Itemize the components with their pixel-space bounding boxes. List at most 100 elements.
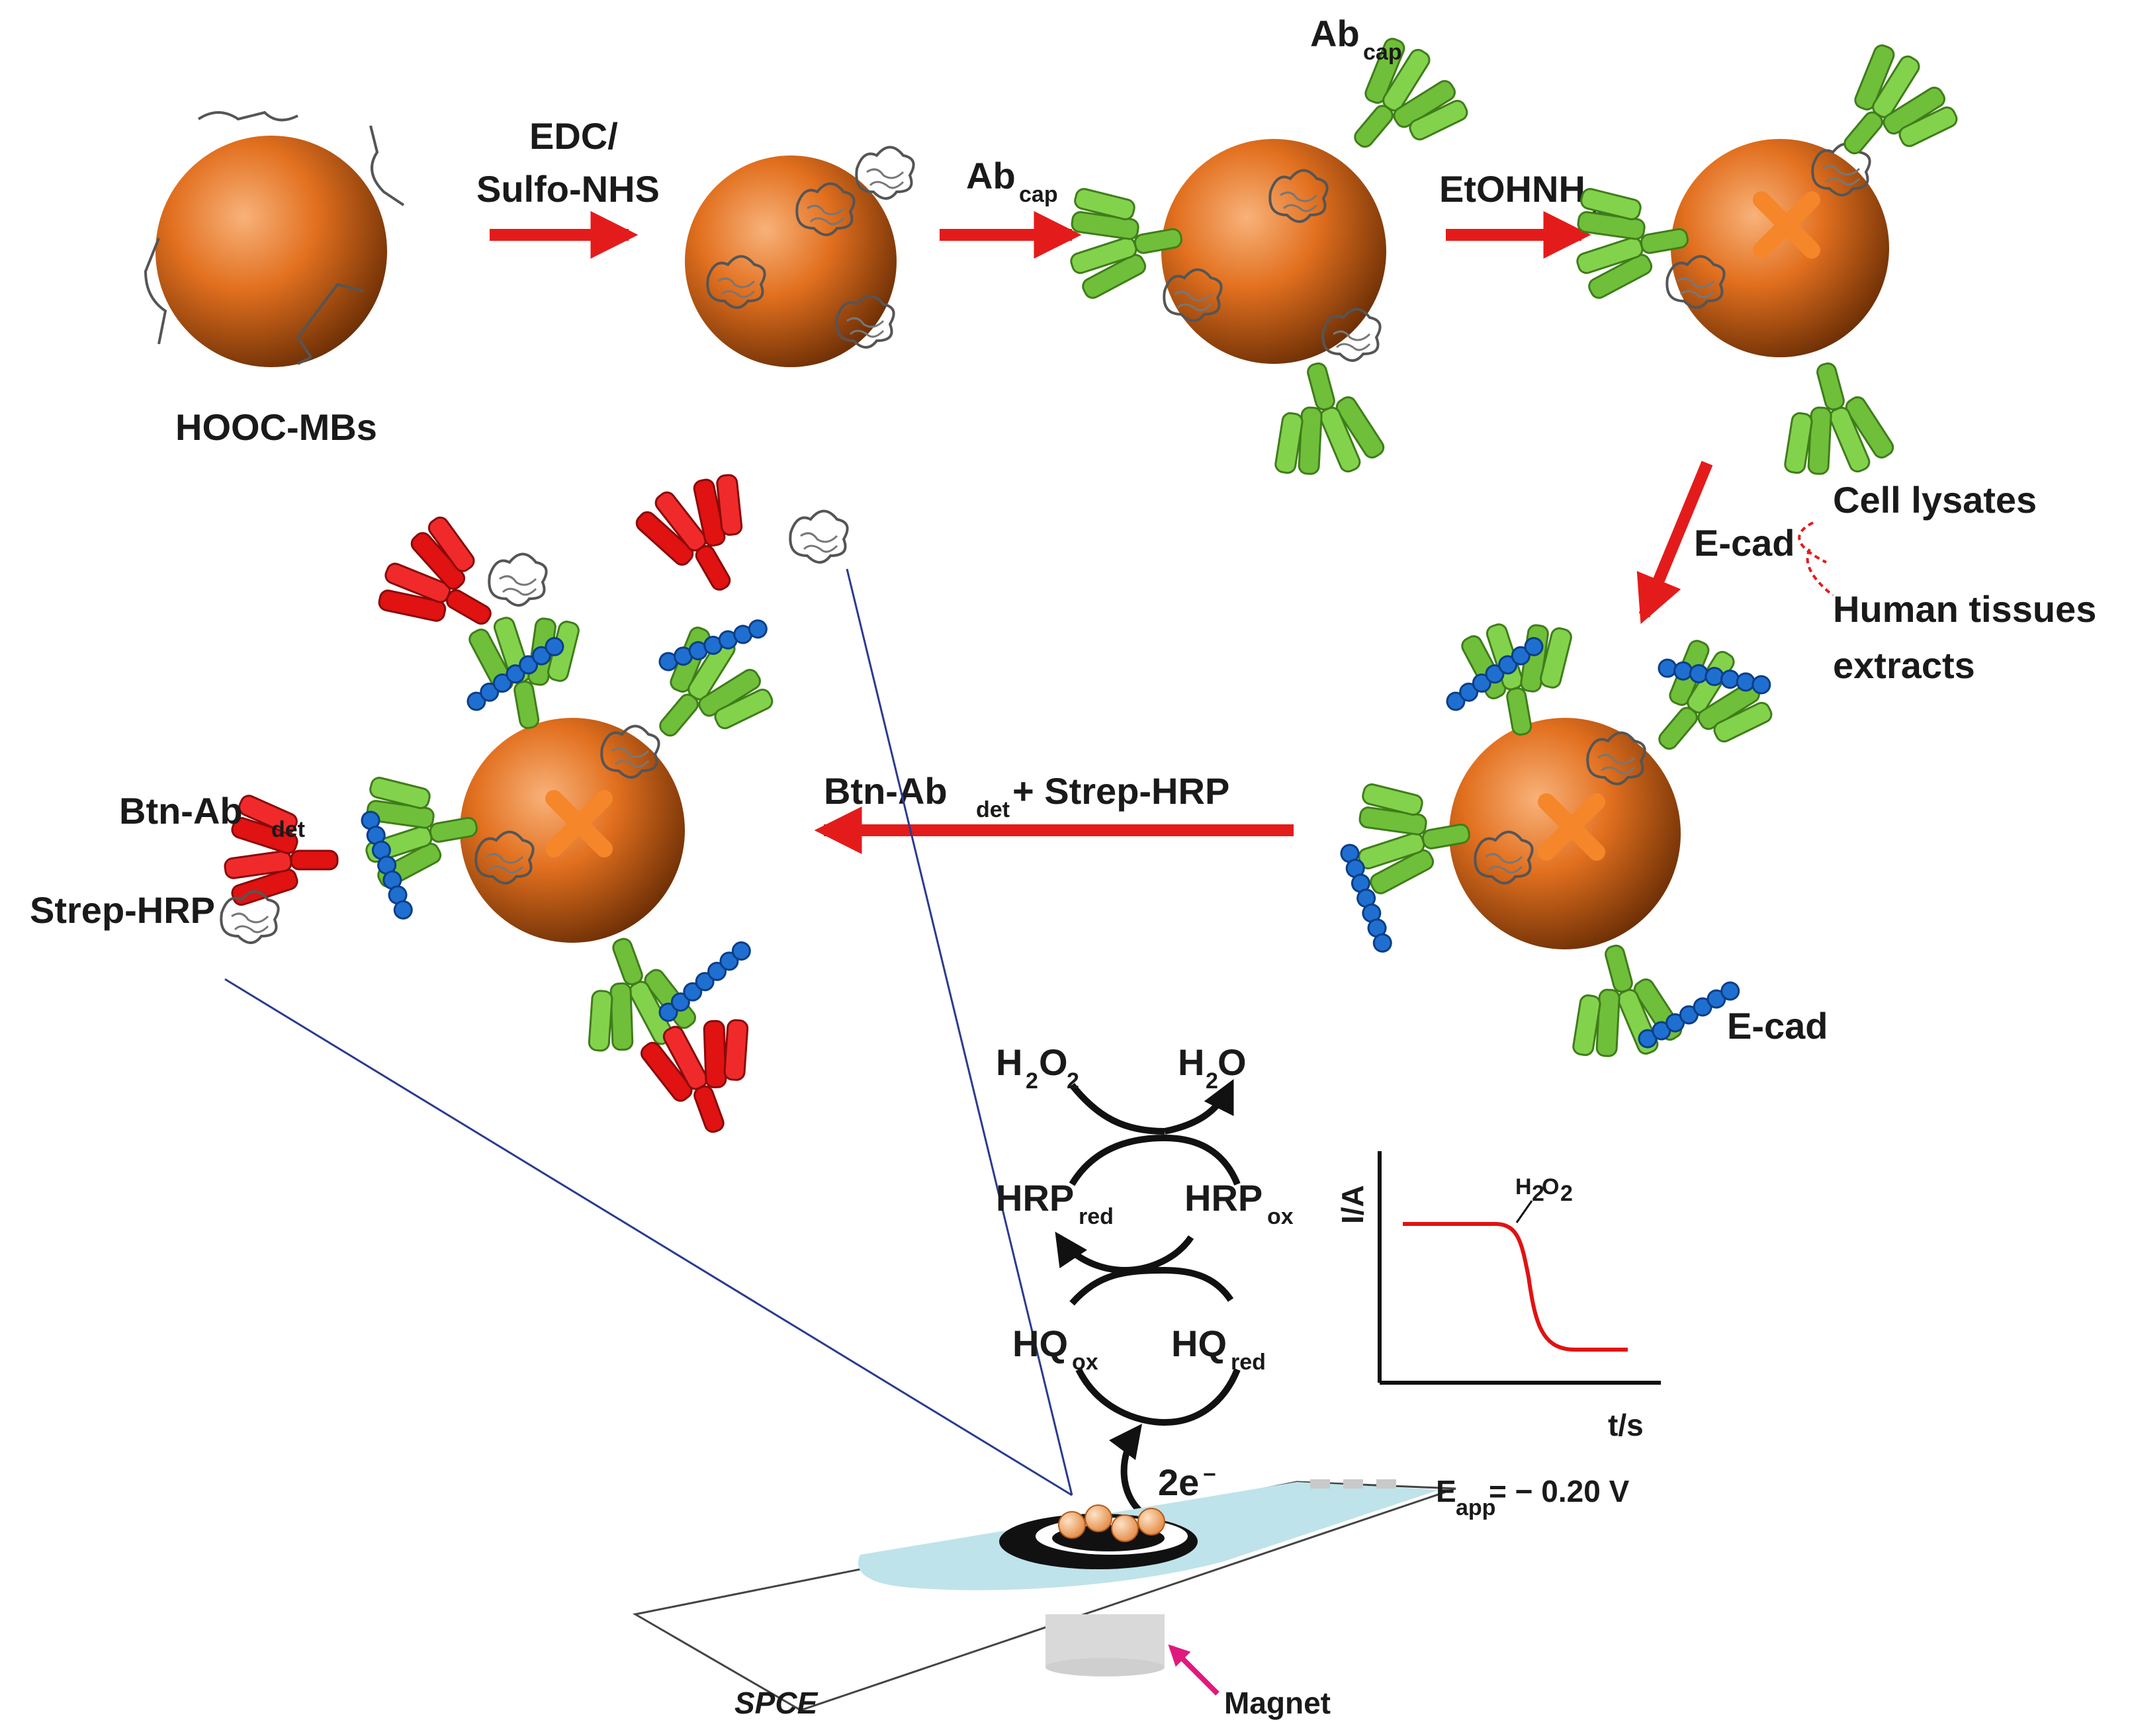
mb-on-electrode-3	[1111, 1514, 1139, 1542]
cycle-arc-2	[1164, 1079, 1234, 1135]
svg-text:app: app	[1456, 1495, 1495, 1520]
label-2e: 2e −	[1158, 1461, 1216, 1503]
electron-arrow	[1109, 1423, 1147, 1518]
hrp-enzyme-2	[789, 509, 849, 564]
cycle-arc-5	[1055, 1231, 1194, 1274]
svg-text:O: O	[1542, 1174, 1559, 1199]
svg-text:HQ: HQ	[1012, 1323, 1068, 1364]
redox-cycle	[1055, 1079, 1241, 1518]
svg-text:HRP: HRP	[1184, 1177, 1263, 1219]
svg-text:red: red	[1231, 1350, 1266, 1375]
label-h2o: H 2 O	[1178, 1041, 1247, 1094]
svg-text:−: −	[1203, 1462, 1216, 1487]
mb-on-electrode-2	[1085, 1504, 1112, 1532]
amperogram	[1378, 1151, 1661, 1385]
svg-text:red: red	[1079, 1204, 1114, 1229]
cycle-arc-4	[1164, 1135, 1241, 1186]
label-hrp-red: HRP red	[996, 1177, 1114, 1229]
guide-line-right	[846, 568, 1073, 1496]
svg-text:O: O	[1218, 1041, 1247, 1083]
curve-annotation-h2o2: H 2 O 2	[1515, 1174, 1573, 1206]
bead-ecad-captured	[1337, 609, 1789, 1074]
svg-text:HQ: HQ	[1171, 1323, 1227, 1364]
svg-text:Btn-Ab: Btn-Ab	[119, 790, 243, 832]
y-axis-label: I/A	[1335, 1185, 1370, 1224]
label-btn-abdet: Btn-Ab det	[119, 790, 305, 842]
label-sulfo-nhs: Sulfo-NHS	[476, 168, 660, 210]
annotation-pointer	[1515, 1200, 1533, 1223]
label-cell-lysates: Cell lysates	[1833, 479, 2037, 521]
svg-text:2: 2	[1532, 1181, 1544, 1206]
svg-text:H: H	[1515, 1174, 1532, 1199]
guide-line-left	[224, 978, 1073, 1497]
carboxyl-group-1	[197, 110, 298, 122]
bead-blocked	[1562, 32, 1974, 492]
magnet-base	[1045, 1658, 1165, 1676]
label-ab-cap-top: Ab cap	[1310, 13, 1402, 65]
svg-text:H: H	[996, 1041, 1022, 1083]
hrp-enzyme-1	[488, 552, 548, 607]
contact-stripe-2	[1343, 1479, 1363, 1489]
svg-text:2: 2	[1067, 1068, 1079, 1094]
label-spce: SPCE	[734, 1686, 819, 1720]
bead-hooc-mbs	[144, 110, 405, 367]
mb-on-electrode-4	[1137, 1508, 1165, 1536]
svg-text:cap: cap	[1363, 40, 1402, 65]
svg-text:H: H	[1178, 1041, 1204, 1083]
label-etohnh2: EtOHNH 2	[1439, 168, 1604, 220]
cycle-arc-1	[1069, 1082, 1165, 1135]
label-ecad-arrow: E-cad	[1694, 522, 1795, 564]
label-human-tissues: Human tissues	[1833, 588, 2096, 630]
svg-text:2: 2	[1560, 1181, 1573, 1206]
svg-text:Ab: Ab	[1310, 13, 1360, 54]
svg-text:Ab: Ab	[966, 155, 1016, 196]
bead-antibody-coupled	[1056, 26, 1484, 492]
current-curve	[1403, 1222, 1628, 1352]
svg-text:Btn-Ab: Btn-Ab	[824, 770, 948, 812]
bead-activated	[685, 146, 915, 367]
label-hooc-mbs: HOOC-MBs	[175, 406, 377, 448]
x-axis-label: t/s	[1608, 1408, 1644, 1442]
carboxyl-group-3	[144, 238, 167, 345]
label-hq-ox: HQ ox	[1012, 1323, 1098, 1375]
svg-text:det: det	[271, 817, 305, 842]
svg-text:EtOHNH: EtOHNH	[1439, 168, 1585, 210]
svg-text:det: det	[976, 797, 1010, 822]
svg-text:HRP: HRP	[996, 1177, 1074, 1219]
svg-text:O: O	[1039, 1041, 1068, 1083]
carboxyl-group-4	[296, 282, 365, 365]
svg-text:ox: ox	[1267, 1204, 1294, 1229]
contact-stripe-3	[1376, 1479, 1396, 1489]
svg-text:2e: 2e	[1158, 1461, 1199, 1503]
cycle-arc-7	[1075, 1367, 1241, 1426]
label-h2o2: H 2 O 2	[996, 1041, 1079, 1094]
arrow-step-4	[1636, 460, 1713, 625]
label-edc: EDC/	[529, 115, 618, 157]
label-magnet: Magnet	[1224, 1686, 1331, 1720]
magnet-arrow	[1168, 1644, 1220, 1696]
label-ecad: E-cad	[1727, 1005, 1828, 1047]
sample-bracket	[1798, 521, 1834, 597]
spce-electrode	[632, 1479, 1456, 1712]
label-btn-abdet-strep-hrp: Btn-Ab det + Strep-HRP	[824, 770, 1229, 822]
svg-text:+ Strep-HRP: + Strep-HRP	[1012, 770, 1229, 812]
contact-stripe-1	[1310, 1479, 1330, 1489]
mb-on-electrode-1	[1058, 1511, 1086, 1539]
svg-text:cap: cap	[1019, 182, 1058, 207]
svg-text:2: 2	[1026, 1068, 1038, 1094]
carboxyl-group-2	[369, 125, 405, 206]
svg-text:= − 0.20 V: = − 0.20 V	[1489, 1474, 1630, 1508]
label-hq-red: HQ red	[1171, 1323, 1266, 1375]
svg-text:ox: ox	[1072, 1350, 1098, 1375]
detection-antibody-2	[626, 455, 783, 613]
bead-sandwich-complex	[220, 455, 849, 1149]
capture-antibody-3	[1249, 351, 1391, 492]
svg-text:E: E	[1436, 1474, 1456, 1508]
label-strep-hrp: Strep-HRP	[30, 889, 215, 931]
label-extracts: extracts	[1833, 644, 1975, 686]
cycle-arc-6	[1069, 1266, 1234, 1306]
svg-text:2: 2	[1206, 1068, 1218, 1094]
label-hrp-ox: HRP ox	[1184, 1177, 1294, 1229]
